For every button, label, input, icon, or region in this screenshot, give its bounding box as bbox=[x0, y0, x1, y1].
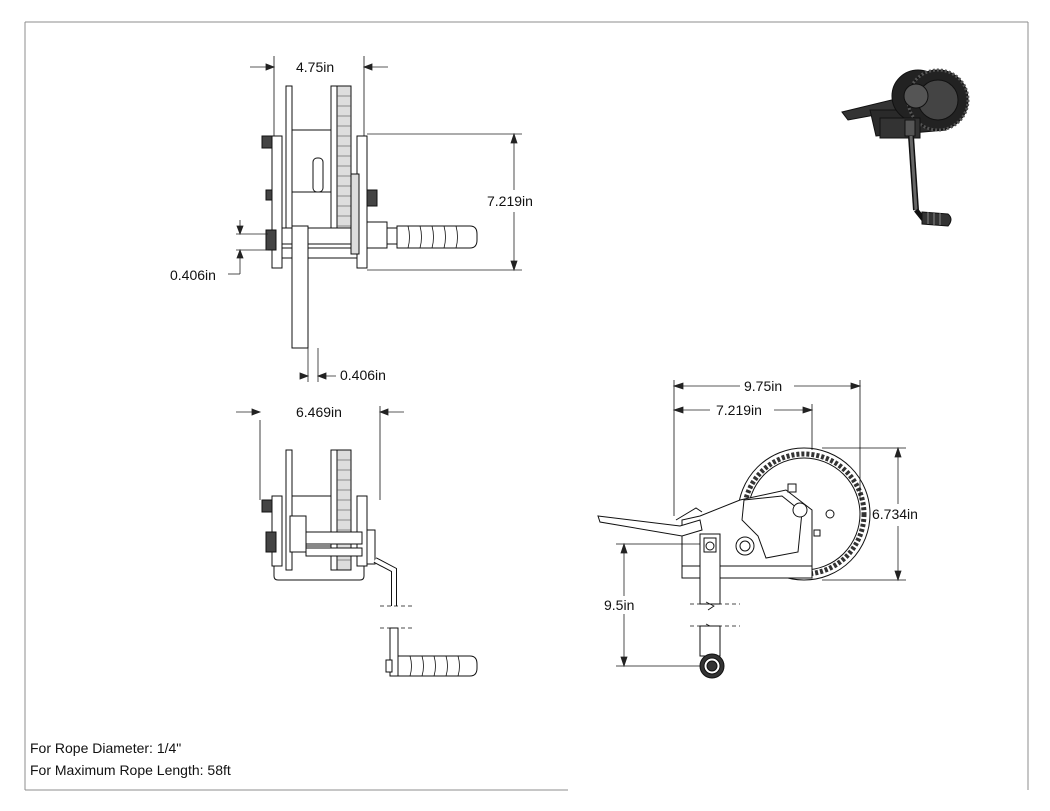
top-view bbox=[262, 56, 477, 348]
dim-side-handle: 9.5in bbox=[604, 597, 634, 613]
dim-front-width: 6.469in bbox=[296, 404, 342, 420]
isometric-view bbox=[842, 70, 968, 226]
note-max-rope-length: For Maximum Rope Length: 58ft bbox=[30, 762, 231, 778]
dim-top-width: 4.75in bbox=[296, 59, 334, 75]
front-view bbox=[260, 406, 477, 676]
top-view-dimensions bbox=[228, 64, 522, 382]
side-view-dimensions bbox=[621, 383, 901, 666]
dim-top-small-left: 0.406in bbox=[170, 267, 216, 283]
dim-side-height: 6.734in bbox=[872, 506, 918, 522]
side-view bbox=[598, 380, 906, 678]
dim-top-height: 7.219in bbox=[487, 193, 533, 209]
front-view-dimensions bbox=[236, 409, 404, 415]
sheet-border bbox=[25, 22, 1028, 790]
dim-side-inner-width: 7.219in bbox=[716, 402, 762, 418]
dim-top-small-bottom: 0.406in bbox=[340, 367, 386, 383]
dim-side-total-width: 9.75in bbox=[744, 378, 782, 394]
note-rope-diameter: For Rope Diameter: 1/4" bbox=[30, 740, 182, 756]
